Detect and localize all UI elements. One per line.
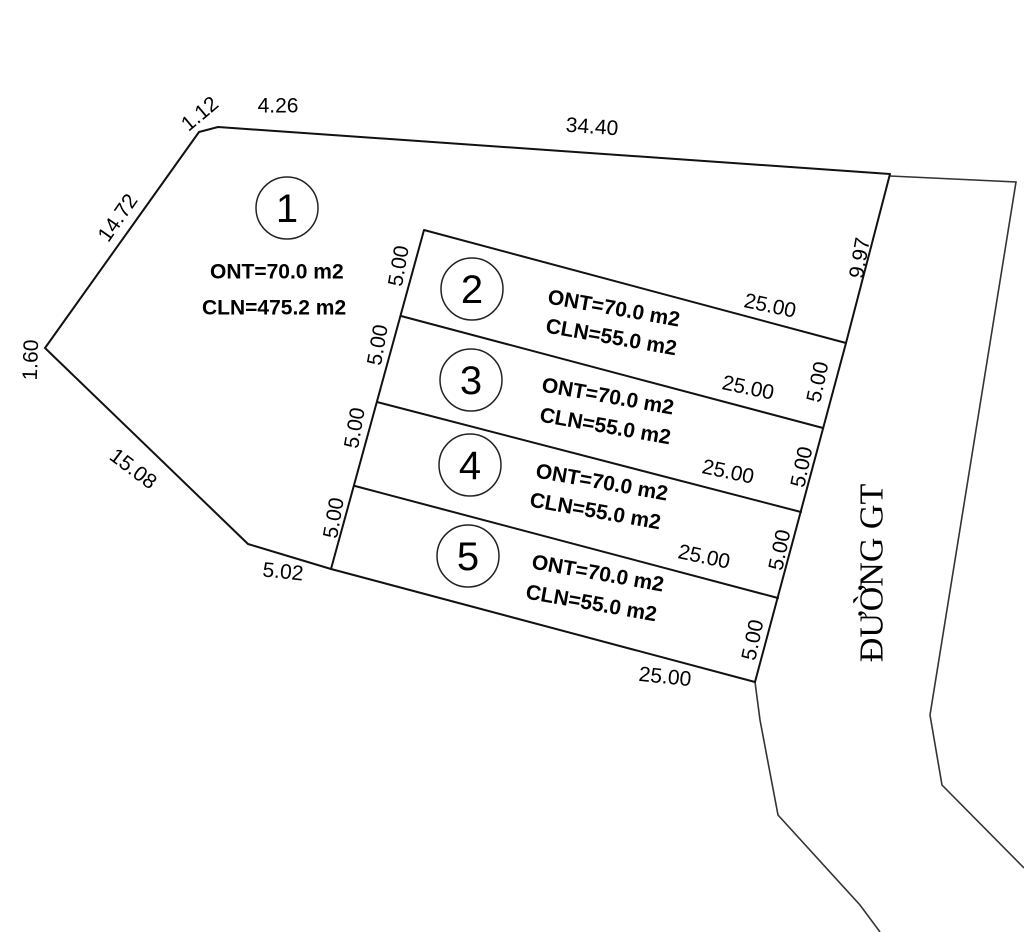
lot-number-circle (440, 257, 504, 321)
lot-divider-3-4 (376, 401, 802, 513)
lot-number: 3 (460, 359, 482, 403)
parcel-outlines (44, 126, 891, 683)
road (754, 175, 1024, 932)
lot-number: 4 (459, 444, 481, 488)
road-label: ĐƯỜNG GT (853, 484, 891, 663)
bottom-width-right: 5.00 (738, 618, 769, 663)
lot-divider-2-3 (400, 315, 824, 429)
lot-width-right: 5.00 (803, 360, 834, 405)
bottom-edge-labels: 25.00 5.00 (638, 618, 769, 692)
lot-width-right: 5.00 (787, 445, 818, 490)
edge-length-34-40: 34.40 (565, 114, 619, 141)
lot-length: 25.00 (676, 540, 732, 573)
lot-number-circle (436, 524, 500, 588)
lot-number: 2 (461, 268, 483, 312)
lot-width-left: 5.00 (319, 496, 349, 540)
bottom-length: 25.00 (638, 663, 693, 691)
edge-length-14-72: 14.72 (94, 190, 143, 246)
lot-number: 5 (457, 535, 479, 579)
lot-divider-4-5 (354, 485, 779, 599)
lot-cln-area: CLN=475.2 m2 (202, 297, 346, 320)
edge-length-4-26: 4.26 (258, 95, 299, 118)
lot-number-circle (439, 348, 503, 412)
lot-number-circle (438, 433, 502, 497)
road-edge-left (889, 175, 1024, 869)
lot-length: 25.00 (720, 371, 776, 404)
lot-number: 1 (276, 187, 298, 231)
edge-length-5-02: 5.02 (261, 558, 304, 585)
lot-width-right: 5.00 (765, 528, 796, 573)
edge-length-1-12: 1.12 (177, 92, 223, 136)
boundary-lengths: 1.12 4.26 34.40 14.72 1.60 15.08 5.02 9.… (19, 92, 875, 586)
road-edge-right (754, 681, 881, 932)
lot-2: 2 ONT=70.0 m2 CLN=55.0 m2 5.00 25.00 (384, 244, 798, 360)
lot-1: 1 ONT=70.0 m2 CLN=475.2 m2 (202, 176, 346, 320)
lot-ont-area: ONT=70.0 m2 (210, 261, 344, 284)
road-frontage-line (754, 342, 847, 683)
edge-length-1-60: 1.60 (19, 339, 43, 381)
lot-bottom-boundary (330, 568, 756, 683)
lot-length: 25.00 (700, 455, 756, 488)
lot-number-circle (255, 176, 319, 240)
edge-length-9-97: 9.97 (845, 236, 875, 280)
